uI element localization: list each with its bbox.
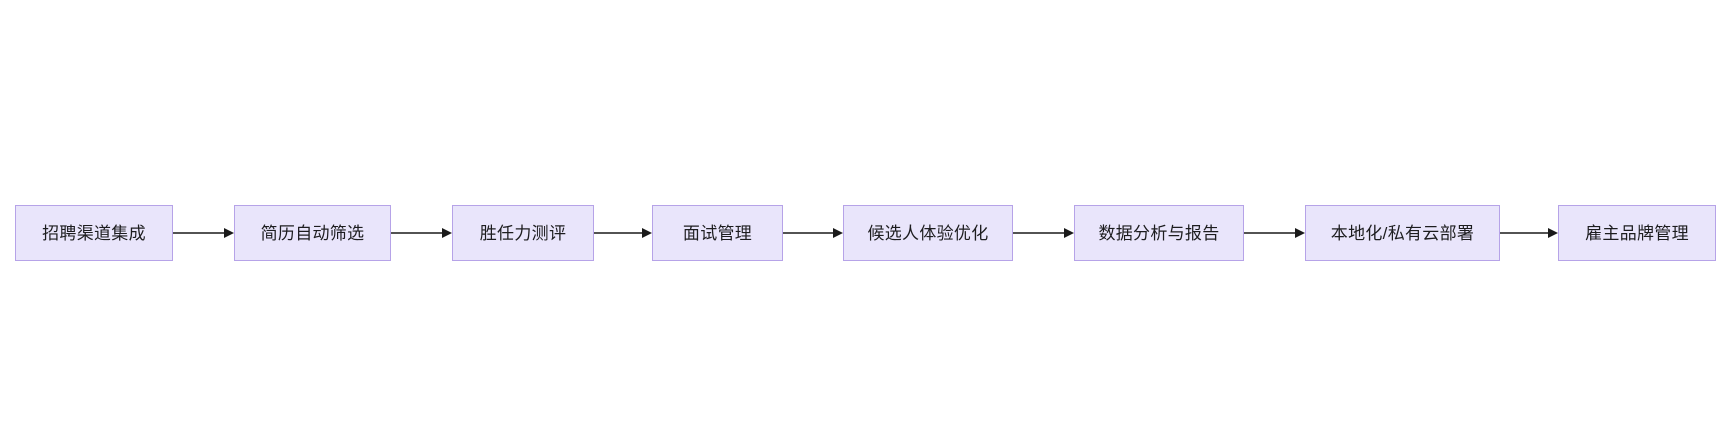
flow-node-n5[interactable]: 候选人体验优化	[843, 205, 1013, 261]
flow-node-label: 面试管理	[682, 223, 753, 243]
arrow-icon	[1244, 228, 1305, 238]
flow-node-label: 简历自动筛选	[260, 223, 365, 243]
flow-node-n7[interactable]: 本地化/私有云部署	[1305, 205, 1500, 261]
flow-node-n1[interactable]: 招聘渠道集成	[15, 205, 173, 261]
flow-node-n8[interactable]: 雇主品牌管理	[1558, 205, 1716, 261]
arrow-icon	[391, 228, 452, 238]
arrow-icon	[783, 228, 843, 238]
arrow-icon	[594, 228, 652, 238]
flow-node-label: 招聘渠道集成	[42, 223, 146, 243]
flow-edge-n3-to-n4	[594, 205, 652, 261]
flow-node-n6[interactable]: 数据分析与报告	[1074, 205, 1244, 261]
flow-node-n4[interactable]: 面试管理	[652, 205, 783, 261]
flowchart-node-sequence: 招聘渠道集成 简历自动筛选 胜任力测评 面试管理 候选人体验优化 数据分析与报告 本地化/私…	[0, 205, 1729, 261]
flow-node-label: 数据分析与报告	[1098, 223, 1220, 243]
flow-node-n3[interactable]: 胜任力测评	[452, 205, 594, 261]
flow-node-label: 雇主品牌管理	[1585, 223, 1689, 243]
arrow-icon	[173, 228, 234, 238]
flow-node-label: 胜任力测评	[479, 223, 567, 243]
flow-edge-n2-to-n3	[391, 205, 452, 261]
flow-edge-n5-to-n6	[1013, 205, 1074, 261]
flow-edge-n6-to-n7	[1244, 205, 1305, 261]
flow-edge-n4-to-n5	[783, 205, 843, 261]
flow-node-n2[interactable]: 简历自动筛选	[234, 205, 391, 261]
arrow-icon	[1013, 228, 1074, 238]
flow-node-label: 候选人体验优化	[867, 223, 989, 243]
arrow-icon	[1500, 228, 1558, 238]
flow-edge-n1-to-n2	[173, 205, 234, 261]
flow-edge-n7-to-n8	[1500, 205, 1558, 261]
flow-node-label: 本地化/私有云部署	[1330, 223, 1475, 243]
